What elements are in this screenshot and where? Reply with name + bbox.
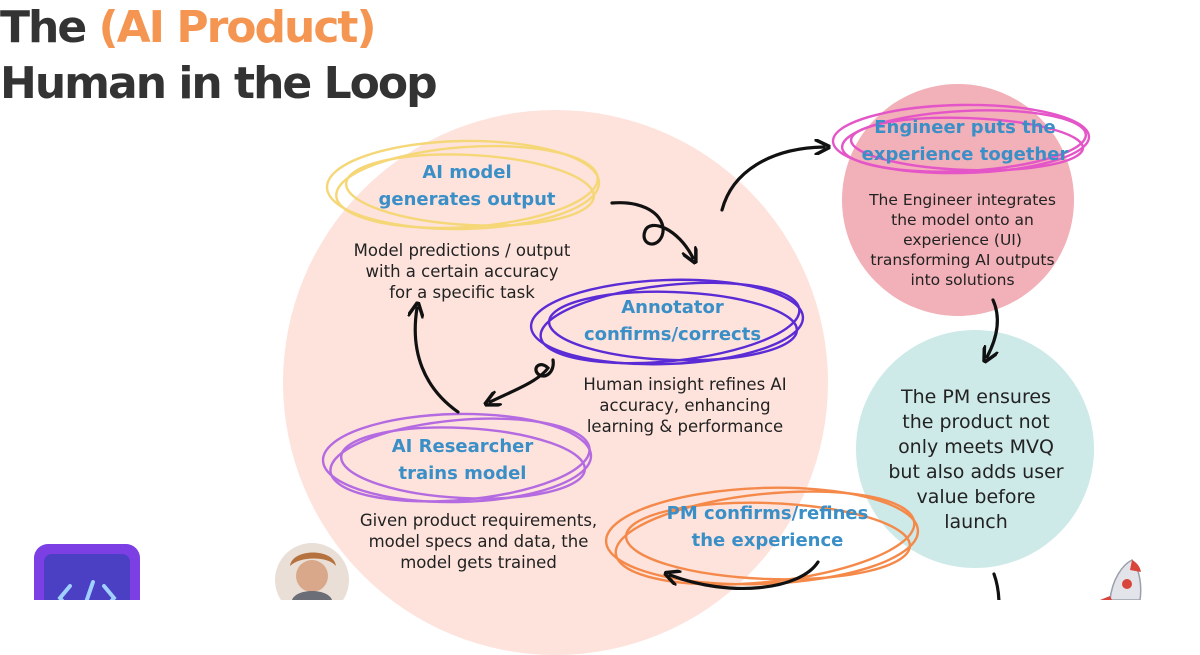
step-researcher-title: AI Researcher trains model: [335, 433, 590, 487]
step-ai-model-desc-line: for a specific task: [389, 283, 535, 302]
step-researcher-description: Given product requirements, model specs …: [331, 510, 626, 573]
title-accent: (AI Product): [98, 2, 377, 53]
arrow-launch: [992, 572, 1001, 600]
step-researcher-desc-line: model gets trained: [400, 553, 557, 572]
scribble-pm-refine: [604, 486, 920, 586]
step-engineer-desc-line: transforming AI outputs: [870, 251, 1055, 269]
arrow-annotator-to-researcher: [490, 358, 555, 402]
step-pm-ensure-desc-line: launch: [944, 511, 1008, 533]
step-engineer-desc-line: into solutions: [910, 271, 1015, 289]
avatar: [275, 543, 349, 600]
step-researcher-desc-line: Given product requirements,: [359, 511, 598, 530]
loop-circle: [283, 110, 828, 655]
scribble-researcher: [321, 412, 593, 504]
step-ai-model-desc-line: Model predictions / output: [353, 241, 571, 260]
step-pm-refine-title: PM confirms/refines the experience: [640, 500, 895, 554]
arrow-model-to-annotator: [610, 201, 693, 258]
arrow-pm-to-refine: [670, 560, 820, 591]
step-engineer-description: The Engineer integrates the model onto a…: [850, 190, 1075, 290]
step-researcher-title-line1: AI Researcher: [391, 436, 534, 457]
step-ai-model-title: AI model generates output: [342, 159, 592, 213]
step-ai-model-title-line2: generates output: [378, 189, 556, 210]
arrow-to-engineer: [720, 147, 824, 212]
scribble-annotator: [529, 278, 805, 366]
step-engineer-desc-line: the model onto an: [891, 211, 1034, 229]
scribble-ai-model: [325, 139, 601, 231]
step-researcher-desc-line: model specs and data, the: [368, 532, 589, 551]
step-ai-model-title-line1: AI model: [422, 162, 512, 183]
code-icon: [34, 544, 140, 600]
step-engineer-title-line1: Engineer puts the: [874, 117, 1056, 138]
step-researcher-title-line2: trains model: [398, 463, 527, 484]
step-pm-ensure-desc-line: but also adds user: [888, 461, 1064, 483]
title-prefix: The: [0, 2, 99, 53]
scribble-engineer: [831, 103, 1091, 175]
step-annotator-desc-line: learning & performance: [586, 417, 784, 436]
step-engineer-desc-line: The Engineer integrates: [869, 191, 1056, 209]
rocket-icon: [1100, 559, 1142, 600]
diagram-overlay: [34, 103, 1142, 600]
step-annotator-title-line1: Annotator: [621, 297, 724, 318]
page-title-line1: The (AI Product): [0, 0, 1200, 56]
step-pm-refine-title-line2: the experience: [691, 530, 844, 551]
step-pm-ensure-desc-line: value before: [916, 486, 1036, 508]
step-ai-model-description: Model predictions / output with a certai…: [316, 240, 608, 303]
step-engineer-title: Engineer puts the experience together: [840, 114, 1090, 168]
step-annotator-title-line2: confirms/corrects: [583, 324, 762, 345]
step-annotator-desc-line: Human insight refines AI: [583, 375, 787, 394]
step-annotator-title: Annotator confirms/corrects: [545, 294, 800, 348]
arrow-researcher-to-model: [415, 308, 460, 414]
step-annotator-desc-line: accuracy, enhancing: [599, 396, 771, 415]
step-pm-ensure-desc-line: the product not: [902, 411, 1050, 433]
step-pm-ensure-desc-line: The PM ensures: [901, 386, 1051, 408]
page-title-line2: Human in the Loop: [0, 58, 438, 109]
step-annotator-description: Human insight refines AI accuracy, enhan…: [565, 374, 805, 437]
step-pm-ensure-description: The PM ensures the product not only meet…: [866, 385, 1086, 535]
arrow-engineer-to-pm: [987, 298, 1000, 357]
step-engineer-desc-line: experience (UI): [903, 231, 1022, 249]
step-pm-ensure-desc-line: only meets MVQ: [898, 436, 1054, 458]
step-engineer-title-line2: experience together: [861, 144, 1069, 165]
step-ai-model-desc-line: with a certain accuracy: [365, 262, 559, 281]
step-pm-refine-title-line1: PM confirms/refines: [666, 503, 869, 524]
